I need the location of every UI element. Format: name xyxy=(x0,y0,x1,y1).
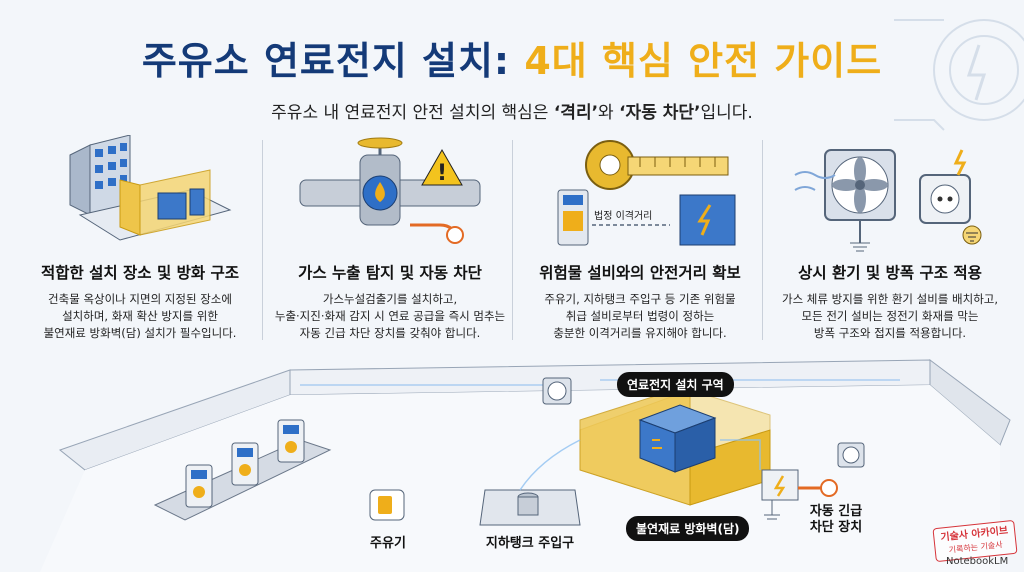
fuel-dispenser-icon xyxy=(185,419,305,508)
building-firewall-icon xyxy=(69,135,232,241)
title-part1: 주유소 연료전지 설치: xyxy=(141,39,511,83)
svg-text:!: ! xyxy=(437,161,447,186)
auto-shutoff-valve-icon xyxy=(820,479,838,497)
ventilation-explosion-proof-icon xyxy=(794,149,982,252)
gas-valve-warning-icon: ! xyxy=(299,137,481,244)
brand-watermark: NotebookLM xyxy=(946,556,1009,567)
column-description: 건축물 옥상이나 지면의 지정된 장소에 설치하며, 화재 확산 방지를 위한 … xyxy=(43,292,237,340)
tank-inlet-label: 지하탱크 주입구 xyxy=(485,536,575,551)
guide-column-installation-site: 적합한 설치 장소 및 방화 구조 건축물 옥상이나 지면의 지정된 장소에 설… xyxy=(20,135,260,355)
guide-column-safety-distance: 법정 이격거리 위험물 설비와의 안전거리 확보 주유기, 지하탱크 주입구 등… xyxy=(520,135,760,355)
column-title: 가스 누출 탐지 및 자동 차단 xyxy=(298,264,482,282)
auto-shutoff-label: 자동 긴급 차단 장치 xyxy=(809,504,863,535)
column-description: 가스누설검출기를 설치하고, 누출·지진·화재 감지 시 연료 공급을 즉시 멈… xyxy=(274,292,506,340)
explosion-proof-box-icon xyxy=(761,469,799,501)
safety-distance-label: 법정 이격거리 xyxy=(594,211,653,222)
column-title: 적합한 설치 장소 및 방화 구조 xyxy=(40,264,240,282)
subtitle-emphasis-isolation: ‘격리’ xyxy=(553,103,599,123)
guide-column-ventilation: 상시 환기 및 방폭 구조 적용 가스 체류 방지를 위한 환기 설비를 배치하… xyxy=(770,135,1010,355)
column-description: 주유기, 지하탱크 주입구 등 기존 위험물 취급 설비로부터 법령이 정하는 … xyxy=(544,292,736,340)
subtitle-mid: 와 xyxy=(598,103,620,123)
column-divider xyxy=(762,140,763,340)
page-title: 주유소 연료전지 설치: 4대 핵심 안전 가이드 xyxy=(0,30,1024,85)
fuel-cell-zone-label: 연료전지 설치 구역 xyxy=(617,372,734,397)
title-part2: 4대 핵심 안전 가이드 xyxy=(524,39,883,83)
subtitle-emphasis-auto-shutoff: ‘자동 차단’ xyxy=(619,103,701,123)
safety-distance-icon xyxy=(557,140,736,246)
firewall-label: 불연재료 방화벽(담) xyxy=(626,516,750,541)
column-title: 위험물 설비와의 안전거리 확보 xyxy=(539,264,741,282)
column-divider xyxy=(512,140,513,340)
column-divider xyxy=(262,140,263,340)
subtitle-suffix: 입니다. xyxy=(700,103,753,123)
dispenser-label: 주유기 xyxy=(370,536,406,551)
background-circuit-decoration xyxy=(894,19,1024,131)
column-description: 가스 체류 방지를 위한 환기 설비를 배치하고, 모든 전기 설비는 정전기 … xyxy=(781,292,999,340)
gas-station-layout-scene xyxy=(40,359,1011,572)
subtitle: 주유소 내 연료전지 안전 설치의 핵심은 ‘격리’와 ‘자동 차단’입니다. xyxy=(0,98,1024,123)
guide-column-gas-leak: ! 가스 누출 탐지 및 자동 차단 가스누설검출기를 설치하고, 누출·지진·… xyxy=(270,135,510,355)
column-title: 상시 환기 및 방폭 구조 적용 xyxy=(798,264,982,282)
subtitle-prefix: 주유소 내 연료전지 안전 설치의 핵심은 xyxy=(271,103,554,123)
